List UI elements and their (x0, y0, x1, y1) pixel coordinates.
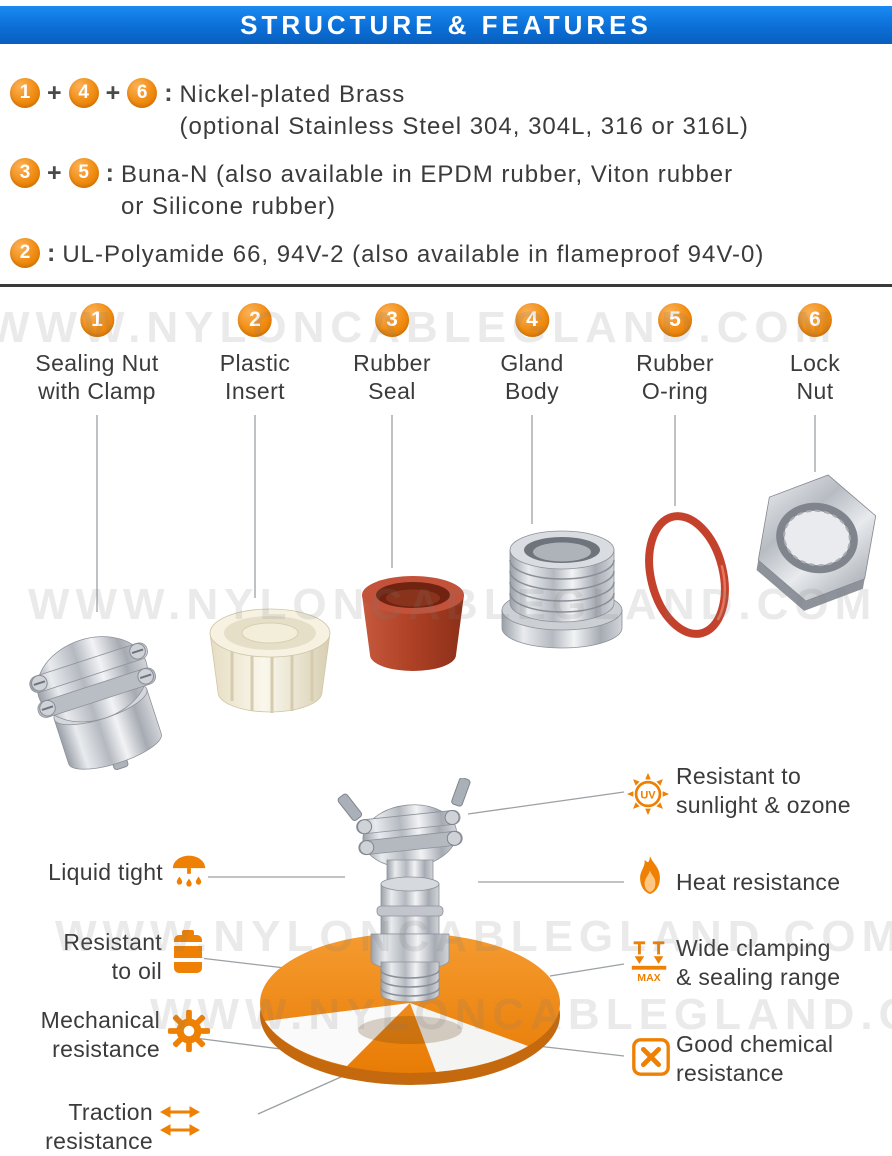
lock-nut-image (756, 474, 877, 611)
feature-label-line: Wide clamping (676, 935, 831, 961)
feature-label-line: resistance (45, 1127, 153, 1154)
part-number-badge: 3 (375, 303, 409, 337)
feature-label-line: Liquid tight (48, 859, 163, 885)
part-label-line: with Clamp (38, 378, 156, 405)
colon-separator: : (164, 79, 173, 107)
number-badge: 4 (68, 78, 99, 108)
clamping-range-icon: MAX (626, 938, 672, 991)
material-line: (optional Stainless Steel 304, 304L, 316… (179, 113, 749, 141)
part-number-badge: 2 (237, 303, 272, 337)
uv-icon-text: UV (640, 790, 656, 802)
number-badge: 1 (10, 78, 40, 108)
drip-proof-icon (168, 848, 210, 897)
part-label-line: Sealing Nut (35, 350, 159, 376)
material-description: Nickel-plated Brass (optional Stainless … (180, 78, 749, 143)
oil-barrel-icon (168, 928, 208, 981)
part-label: Rubber Seal (353, 349, 431, 405)
feature-oil-resistant: Resistant to oil (20, 928, 162, 986)
number-badge: 5 (68, 158, 99, 188)
part-label: Plastic Insert (220, 349, 291, 405)
material-line: Buna-N (also available in EPDM rubber, V… (120, 161, 734, 188)
material-line: Nickel-plated Brass (179, 81, 406, 108)
feature-mechanical-resistance: Mechanical resistance (0, 1006, 160, 1064)
part-label: Lock Nut (790, 349, 840, 405)
feature-label-line: Heat resistance (676, 869, 841, 895)
part-label-line: Plastic (219, 350, 291, 376)
part-label: Gland Body (500, 349, 563, 405)
part-number-badge: 6 (798, 303, 832, 337)
flame-icon (632, 852, 668, 905)
feature-clamping-range: Wide clamping & sealing range (676, 934, 890, 992)
material-description: UL-Polyamide 66, 94V-2 (also available i… (62, 238, 764, 271)
feature-heat-resistance: Heat resistance (676, 868, 890, 897)
colon-separator: : (47, 239, 56, 267)
page-title: STRUCTURE & FEATURES (240, 9, 652, 40)
plus-separator: + (47, 79, 62, 107)
feature-sunlight-ozone: Resistant to sunlight & ozone (676, 762, 890, 820)
part-number-badge: 5 (658, 303, 692, 337)
material-row-3: 2 : UL-Polyamide 66, 94V-2 (also availab… (10, 238, 764, 271)
part-column-sealing-nut: 1 Sealing Nut with Clamp (35, 303, 158, 405)
feature-label-line: Mechanical (40, 1007, 160, 1033)
section-divider (0, 284, 892, 288)
feature-label-line: resistance (52, 1035, 160, 1062)
feature-label-line: & sealing range (676, 963, 841, 990)
gear-icon (166, 1008, 212, 1059)
material-description: Buna-N (also available in EPDM rubber, V… (121, 158, 733, 223)
part-label-line: Rubber (353, 350, 431, 376)
number-badge: 6 (127, 78, 158, 108)
chemical-x-icon (630, 1036, 672, 1083)
rubber-seal-image (362, 576, 464, 671)
max-icon-text: MAX (637, 972, 660, 984)
part-number-badge: 1 (80, 303, 114, 337)
material-row-2: 3 + 5 : Buna-N (also available in EPDM r… (10, 158, 733, 223)
part-label: Sealing Nut with Clamp (35, 349, 158, 405)
part-column-plastic-insert: 2 Plastic Insert (220, 303, 291, 405)
material-line: UL-Polyamide 66, 94V-2 (also available i… (62, 241, 765, 268)
part-label-line: Nut (796, 378, 834, 405)
feature-traction-resistance: Traction resistance (25, 1098, 153, 1156)
feature-label-line: Traction (68, 1099, 153, 1125)
traction-arrows-icon (158, 1104, 202, 1145)
material-line: or Silicone rubber) (120, 193, 337, 221)
part-column-rubber-seal: 3 Rubber Seal (353, 303, 431, 405)
feature-label-line: Resistant (63, 929, 162, 955)
part-column-o-ring: 5 Rubber O-ring (636, 303, 714, 405)
plus-separator: + (47, 159, 62, 187)
part-number-badge: 4 (515, 303, 549, 337)
part-label-line: Body (504, 378, 560, 405)
material-row-1: 1 + 4 + 6 : Nickel-plated Brass (optiona… (10, 78, 749, 143)
feature-label-line: to oil (111, 957, 162, 984)
part-column-lock-nut: 6 Lock Nut (790, 303, 840, 405)
section-header-banner: STRUCTURE & FEATURES (0, 6, 892, 44)
uv-sunlight-icon: UV (626, 772, 670, 821)
sealing-nut-image (29, 636, 162, 770)
part-label-line: Lock (789, 350, 841, 376)
colon-separator: : (105, 159, 114, 187)
o-ring-image (645, 512, 729, 638)
number-badge: 3 (10, 158, 40, 188)
number-badge: 2 (10, 238, 40, 268)
feature-label-line: resistance (676, 1059, 784, 1086)
assembled-gland-image (337, 778, 471, 1003)
part-label-line: Seal (368, 378, 416, 405)
part-label-line: Gland (500, 350, 564, 376)
feature-liquid-tight: Liquid tight (5, 858, 163, 887)
part-label-line: O-ring (641, 378, 709, 405)
plus-separator: + (105, 79, 121, 107)
part-label-line: Rubber (636, 350, 714, 376)
part-column-gland-body: 4 Gland Body (500, 303, 563, 405)
feature-label-line: Good chemical (676, 1031, 834, 1057)
plastic-insert-image (209, 608, 331, 713)
gland-body-image (501, 530, 623, 649)
part-label: Rubber O-ring (636, 349, 714, 405)
feature-label-line: sunlight & ozone (676, 791, 851, 818)
feature-chemical-resistance: Good chemical resistance (676, 1030, 890, 1088)
part-label-line: Insert (225, 378, 285, 405)
feature-label-line: Resistant to (676, 763, 802, 789)
